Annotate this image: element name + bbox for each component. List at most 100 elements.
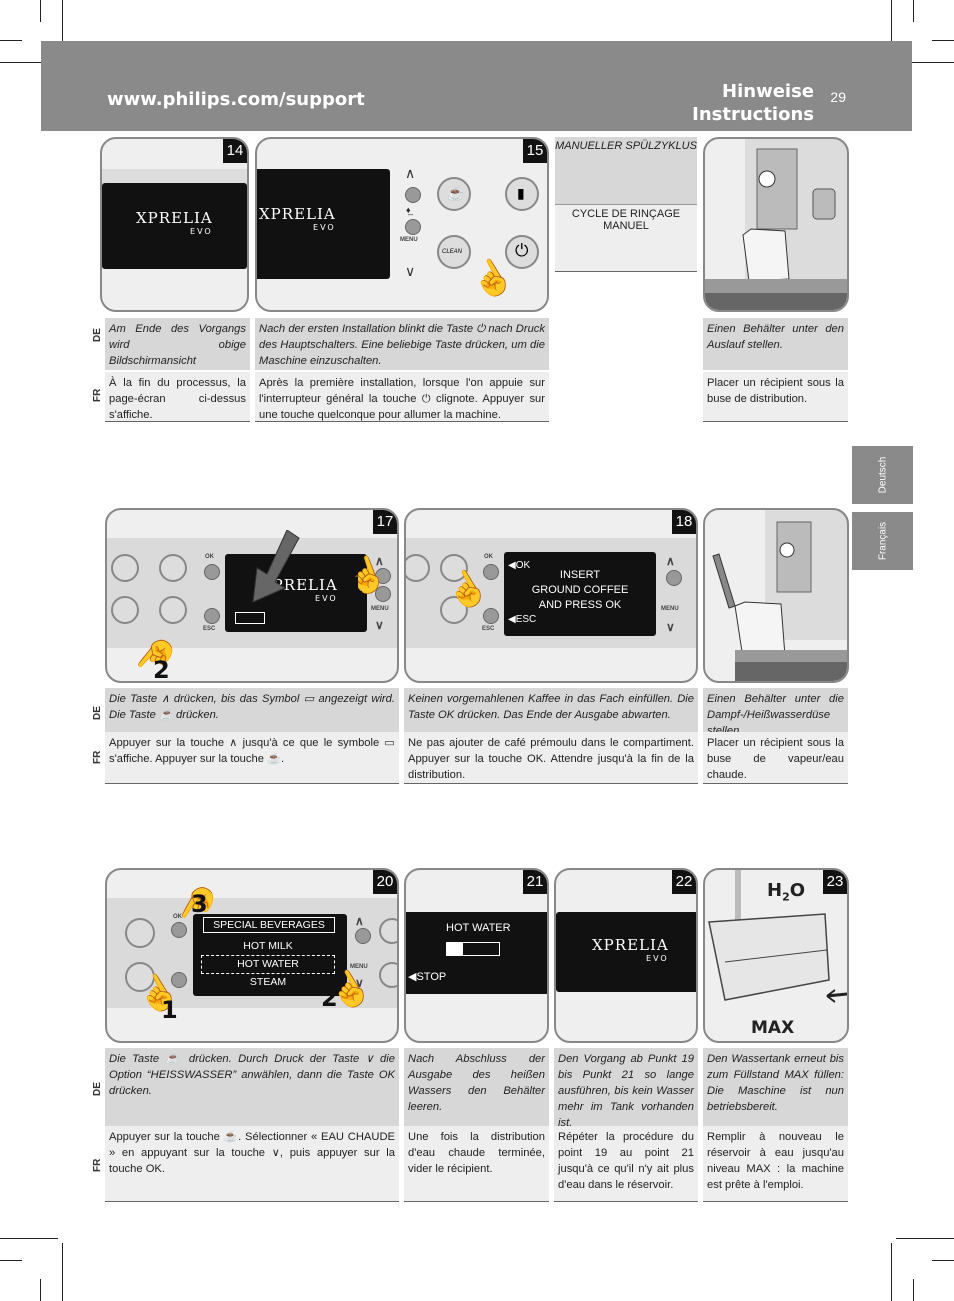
menu-item-hot-water[interactable]: HOT WATER bbox=[201, 955, 335, 974]
cappuccino-button[interactable] bbox=[111, 596, 139, 624]
power-button[interactable]: ⏻ bbox=[505, 235, 539, 269]
step-23-text-fr: Remplir à nouveau le réservoir à eau jus… bbox=[703, 1126, 848, 1202]
espresso-button[interactable] bbox=[111, 554, 139, 582]
lcd-ok-softkey[interactable]: ◀OK bbox=[508, 560, 531, 571]
step-19-illustration: 19 bbox=[703, 508, 849, 683]
lcd-stop-softkey[interactable]: ◀STOP bbox=[408, 971, 447, 983]
step-number: 22 bbox=[672, 870, 696, 894]
coffee-button[interactable] bbox=[159, 554, 187, 582]
milk-carafe-button[interactable]: ▮ bbox=[505, 177, 539, 211]
ok-button[interactable] bbox=[483, 564, 499, 580]
coffee-cup-button[interactable]: ☕ bbox=[437, 177, 471, 211]
menu-label: MENU bbox=[371, 606, 389, 612]
step-17-text-de: Die Taste ∧ drücken, bis das Symbol ▭ an… bbox=[105, 688, 399, 732]
crop-mark bbox=[40, 1279, 41, 1301]
crop-mark bbox=[891, 1243, 892, 1301]
manual-rinse-title-de: MANUELLER SPÜLZYKLUS bbox=[555, 137, 697, 205]
title-fr: Instructions bbox=[692, 104, 814, 125]
step-18-text-fr: Ne pas ajouter de café prémoulu dans le … bbox=[404, 732, 698, 784]
step-21-text-fr: Une fois la distribution d'eau chaude te… bbox=[404, 1126, 549, 1202]
big-arrow-icon bbox=[252, 530, 300, 603]
progress-bar bbox=[446, 942, 500, 956]
step-19-text-fr: Placer un récipient sous la buse de vape… bbox=[703, 732, 848, 784]
h2o-label: H2O bbox=[767, 880, 806, 904]
menu-item-hot-milk[interactable]: HOT MILK bbox=[243, 940, 293, 952]
machine-with-jug-icon bbox=[705, 139, 847, 310]
display-screen: HOT WATER ◀STOP bbox=[406, 912, 547, 994]
step-indicator-2: 2 bbox=[321, 984, 338, 1012]
step-16-text-fr: Placer un récipient sous la buse de dist… bbox=[703, 372, 848, 422]
down-arrow-icon: ∨ bbox=[375, 618, 384, 632]
up-arrow-icon: ∧ bbox=[405, 165, 416, 181]
step-20-text-de: Die Taste ☕ drücken. Durch Druck der Tas… bbox=[105, 1048, 399, 1126]
up-button[interactable] bbox=[355, 928, 371, 944]
max-label: MAX bbox=[751, 1018, 795, 1038]
step-indicator-1: 1 bbox=[161, 996, 178, 1024]
esc-button[interactable] bbox=[204, 608, 220, 624]
coffee-button[interactable] bbox=[440, 554, 468, 582]
clean-button[interactable]: CLEAN bbox=[437, 235, 471, 269]
step-15-text-de: Nach der ersten Installation blinkt die … bbox=[255, 318, 549, 370]
step-16-text-de: Einen Behälter unter den Auslauf stellen… bbox=[703, 318, 848, 370]
lcd-esc-softkey[interactable]: ◀ESC bbox=[508, 614, 537, 625]
page-number: 29 bbox=[830, 89, 846, 105]
side-tab-deutsch[interactable]: Deutsch bbox=[852, 446, 913, 504]
carafe-icon: ▮ bbox=[517, 185, 525, 201]
step-number: 18 bbox=[672, 510, 696, 534]
menu-button[interactable] bbox=[405, 219, 421, 235]
step-indicator-3: 3 bbox=[191, 890, 208, 918]
machine-with-steam-jug-icon bbox=[712, 510, 847, 681]
ok-button[interactable] bbox=[204, 564, 220, 580]
crop-mark bbox=[896, 62, 954, 63]
special-beverages-button[interactable] bbox=[125, 962, 155, 992]
step-20-illustration: 20 OK SPECIAL BEVERAGES HOT MILK HOT WAT… bbox=[105, 868, 399, 1043]
menu-item-steam[interactable]: STEAM bbox=[249, 976, 287, 988]
step-indicator-2: 2 bbox=[153, 656, 170, 683]
crop-mark bbox=[62, 1243, 63, 1301]
manual-rinse-title-fr: CYCLE DE RINÇAGE MANUEL bbox=[555, 205, 697, 272]
side-tab-francais[interactable]: Français bbox=[852, 512, 913, 570]
up-button[interactable] bbox=[666, 570, 682, 586]
special-beverages-button[interactable] bbox=[440, 596, 468, 624]
espresso-button[interactable] bbox=[406, 554, 430, 582]
ok-label: OK bbox=[205, 554, 214, 560]
down-arrow-icon: ∨ bbox=[355, 976, 364, 990]
progress-fill bbox=[447, 943, 463, 955]
esc-button[interactable] bbox=[483, 608, 499, 624]
esc-button[interactable] bbox=[171, 972, 187, 988]
power-icon: ⏻ bbox=[515, 241, 529, 260]
coffee-cup-icon: ☕ bbox=[447, 185, 465, 201]
aroma-icon: ♦̲ bbox=[406, 205, 411, 215]
aroma-button[interactable] bbox=[375, 586, 391, 602]
ok-button[interactable] bbox=[171, 922, 187, 938]
lcd-title: HOT WATER bbox=[446, 922, 511, 934]
step-number: 20 bbox=[373, 870, 397, 894]
step-22-text-de: Den Vorgang ab Punkt 19 bis Punkt 21 so … bbox=[554, 1048, 698, 1129]
up-button[interactable] bbox=[375, 568, 391, 584]
page-title: Hinweise Instructions bbox=[692, 80, 814, 126]
step-number: 21 bbox=[523, 870, 547, 894]
menu-label: MENU bbox=[400, 237, 418, 243]
step-number: 23 bbox=[823, 870, 847, 894]
menu-label: MENU bbox=[661, 606, 679, 612]
special-beverages-button[interactable] bbox=[159, 596, 187, 624]
crop-mark bbox=[913, 1279, 914, 1301]
coffee-cup-button[interactable] bbox=[379, 918, 397, 944]
display-screen: SPECIAL BEVERAGES HOT MILK HOT WATER STE… bbox=[193, 914, 347, 996]
support-url[interactable]: www.philips.com/support bbox=[107, 89, 365, 110]
step-number: 15 bbox=[523, 139, 547, 163]
cappuccino-button[interactable] bbox=[125, 918, 155, 948]
crop-mark bbox=[40, 0, 41, 22]
up-button[interactable] bbox=[405, 187, 421, 203]
clean-button[interactable] bbox=[379, 962, 397, 988]
